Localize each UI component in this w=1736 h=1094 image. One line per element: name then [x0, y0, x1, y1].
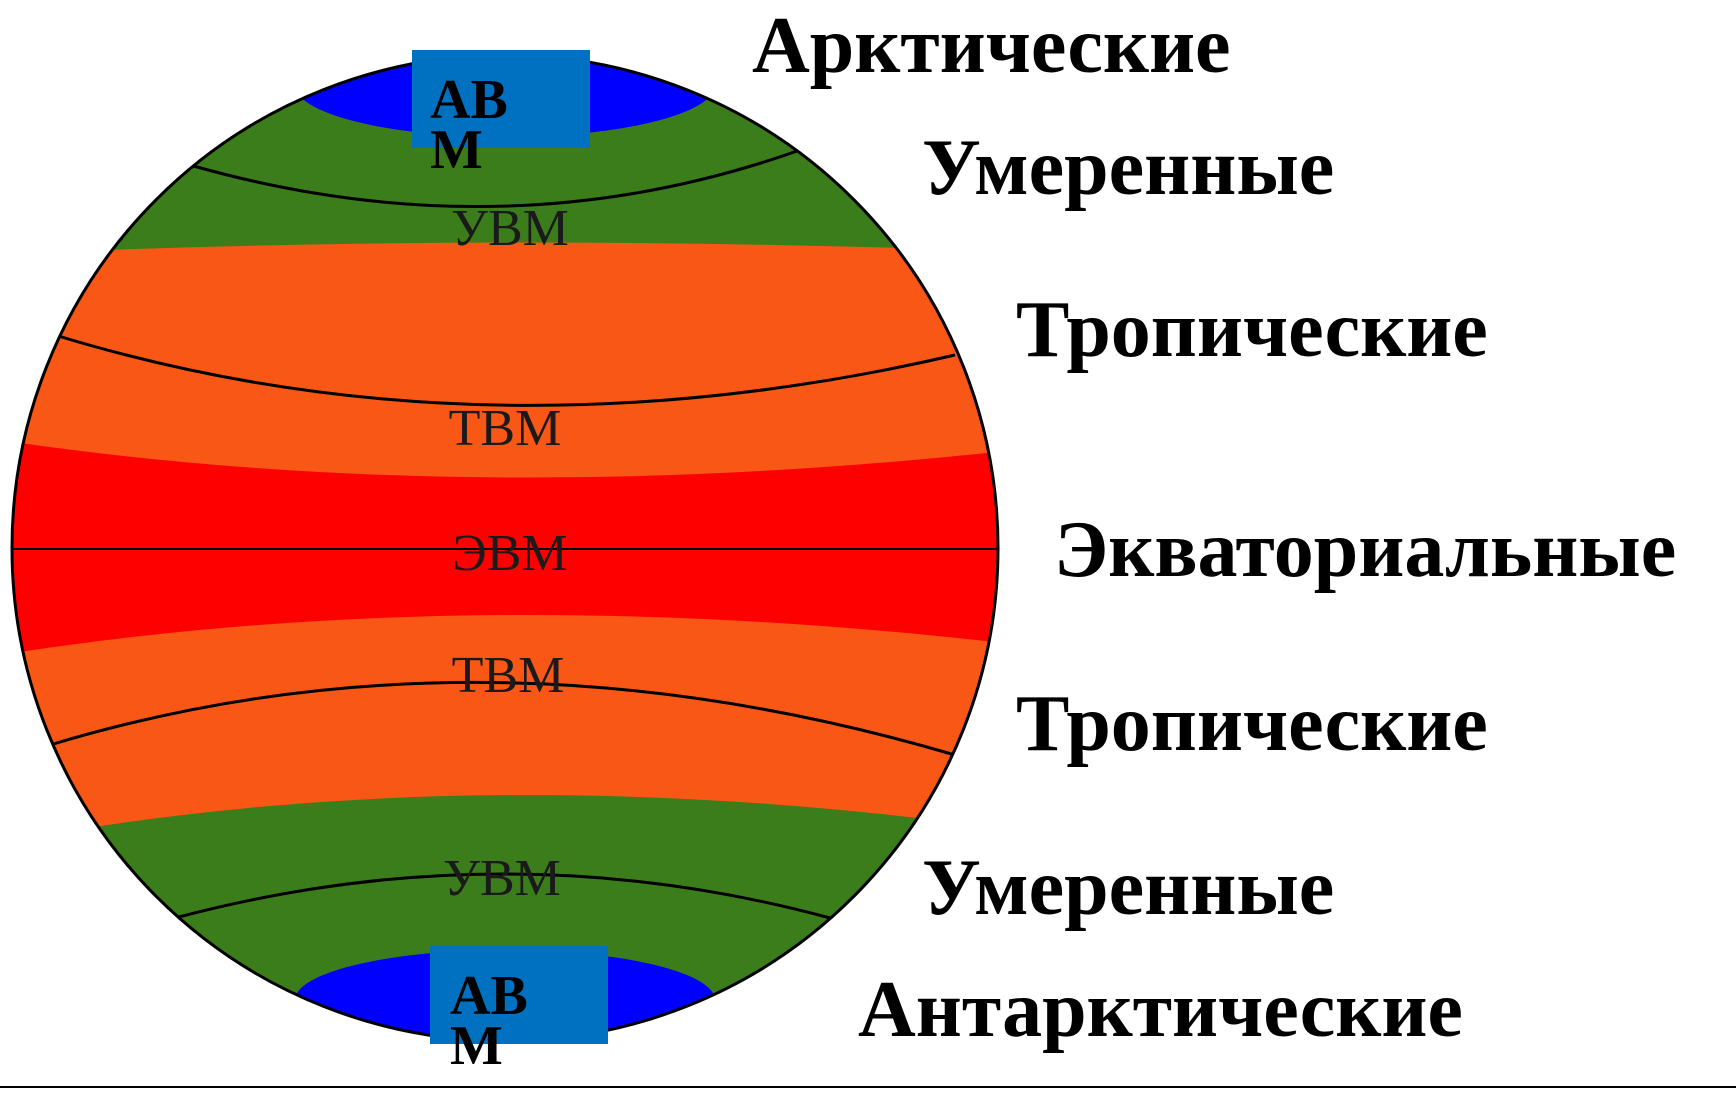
- air-mass-label-equatorial: ЭВМ: [452, 525, 567, 582]
- parallel-line: [54, 333, 956, 407]
- zone-label-temperate-south: Умеренные: [922, 844, 1335, 932]
- parallel-line: [49, 680, 956, 757]
- parallel-line: [189, 148, 801, 209]
- zone-label-temperate-north: Умеренные: [922, 124, 1335, 212]
- air-mass-label-temperate-north: УВМ: [451, 200, 569, 257]
- air-mass-label-tropical-north: ТВМ: [449, 400, 562, 457]
- north-polar-label: АВ М: [430, 69, 508, 181]
- zone-label-equatorial: Экваториальные: [1054, 506, 1677, 594]
- air-mass-label-temperate-south: УВМ: [443, 850, 561, 907]
- equatorial-band: [12, 440, 998, 655]
- parallel-line: [174, 872, 831, 920]
- zone-label-arctic: Арктические: [752, 2, 1231, 90]
- north-polar-box: [412, 50, 590, 148]
- south-polar-box: [430, 946, 608, 1044]
- zone-label-antarctic: Антарктические: [858, 966, 1463, 1054]
- air-mass-label-tropical-south: ТВМ: [452, 647, 565, 704]
- zone-label-tropical-south: Тропические: [1016, 680, 1488, 768]
- south-polar-label: АВ М: [450, 965, 528, 1077]
- zone-label-tropical-north: Тропические: [1016, 286, 1488, 374]
